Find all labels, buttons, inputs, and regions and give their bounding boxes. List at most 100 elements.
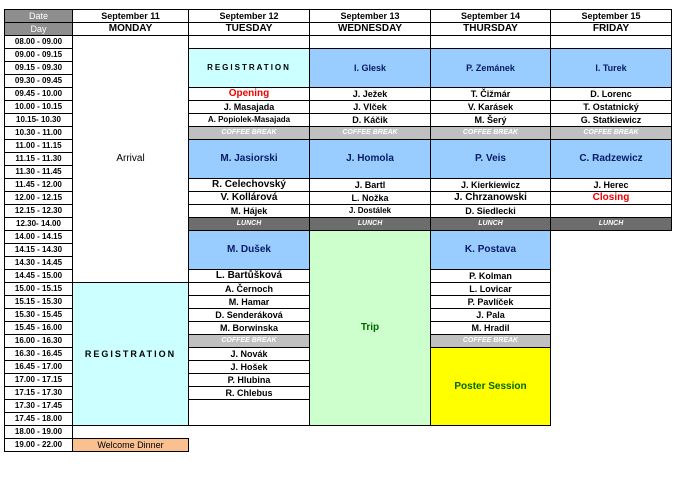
tuesday-talk: M. Hamar: [188, 295, 310, 309]
day-thursday: THURSDAY: [430, 22, 551, 36]
thursday-keynote-3: K. Postava: [430, 230, 551, 270]
thursday-keynote-2: P. Veis: [430, 139, 551, 179]
empty-area: [551, 231, 672, 452]
time-slot: 16.00 - 16.30: [4, 334, 73, 348]
wednesday-lunch: LUNCH: [309, 217, 431, 231]
time-slot: 15.45 - 16.00: [4, 321, 73, 335]
time-slot: 11.00 - 11.15: [4, 139, 73, 153]
tuesday-talk: J. Hošek: [188, 360, 310, 374]
monday-welcome-dinner: Welcome Dinner: [72, 438, 189, 452]
time-slot: 14.00 - 14.15: [4, 230, 73, 244]
friday-lunch: LUNCH: [550, 217, 672, 231]
thursday-talk: L. Lovicar: [430, 282, 551, 296]
time-slot: 16.45 - 17.00: [4, 360, 73, 374]
day-wednesday: WEDNESDAY: [309, 22, 431, 36]
date-tuesday: September 12: [188, 9, 310, 23]
date-wednesday: September 13: [309, 9, 431, 23]
time-slot: 17.45 - 18.00: [4, 412, 73, 426]
thursday-coffee-break: COFFEE BREAK: [430, 334, 551, 348]
time-slot: 09.30 - 09.45: [4, 74, 73, 88]
empty-area: [189, 439, 672, 452]
date-monday: September 11: [72, 9, 189, 23]
thursday-talk: T. Čižmár: [430, 87, 551, 101]
day-header-label: Day: [4, 22, 73, 36]
tuesday-keynote-2: M. Dušek: [188, 230, 310, 270]
time-slot: 11.45 - 12.00: [4, 178, 73, 192]
time-slot: 17.00 - 17.15: [4, 373, 73, 387]
tuesday-registration: REGISTRATION: [188, 48, 310, 88]
monday-arrival: Arrival: [72, 35, 189, 283]
thursday-poster-session: Poster Session: [430, 347, 551, 426]
time-slot: 15.30 - 15.45: [4, 308, 73, 322]
wednesday-coffee-break: COFFEE BREAK: [309, 126, 431, 140]
thursday-talk: P. Pavlíček: [430, 295, 551, 309]
time-slot: 19.00 - 22.00: [4, 438, 73, 452]
time-slot: 12.00 - 12.15: [4, 191, 73, 205]
friday-talk: G. Statkiewicz: [550, 113, 672, 127]
time-slot: 09.15 - 09.30: [4, 61, 73, 75]
tuesday-talk: R. Chlebus: [188, 386, 310, 400]
day-friday: FRIDAY: [550, 22, 672, 36]
tuesday-talk: L. Bartůšková: [188, 269, 310, 283]
time-slot: 08.00 - 09.00: [4, 35, 73, 49]
date-header-label: Date: [4, 9, 73, 23]
thursday-talk: P. Kolman: [430, 269, 551, 283]
empty-cell: [309, 35, 431, 49]
empty-area: [73, 426, 551, 439]
tuesday-coffee-break: COFFEE BREAK: [188, 126, 310, 140]
time-slot: 11.15 - 11.30: [4, 152, 73, 166]
time-slot: 11.30 - 11.45: [4, 165, 73, 179]
date-friday: September 15: [550, 9, 672, 23]
thursday-talk: J. Kierkiewicz: [430, 178, 551, 192]
thursday-talk: M. Šerý: [430, 113, 551, 127]
wednesday-keynote-2: J. Homola: [309, 139, 431, 179]
thursday-talk: M. Hradil: [430, 321, 551, 335]
time-slot: 09.45 - 10.00: [4, 87, 73, 101]
wednesday-talk: J. Ježek: [309, 87, 431, 101]
empty-cell: [550, 35, 672, 49]
time-slot: 10.30 - 11.00: [4, 126, 73, 140]
date-thursday: September 14: [430, 9, 551, 23]
tuesday-talk: A. Popiolek-Masajada: [188, 113, 310, 127]
tuesday-talk: R. Celechovský: [188, 178, 310, 192]
wednesday-talk: L. Nožka: [309, 191, 431, 205]
tuesday-talk: J. Novák: [188, 347, 310, 361]
friday-keynote-1: I. Turek: [550, 48, 672, 88]
thursday-talk: D. Siedlecki: [430, 204, 551, 218]
tuesday-keynote-1: M. Jasiorski: [188, 139, 310, 179]
time-slot: 12.30- 14.00: [4, 217, 73, 231]
time-slot: 10.00 - 10.15: [4, 100, 73, 114]
tuesday-talk: P. Hlubina: [188, 373, 310, 387]
day-monday: MONDAY: [72, 22, 189, 36]
tuesday-talk: M. Hájek: [188, 204, 310, 218]
thursday-talk: J. Chrzanowski: [430, 191, 551, 205]
time-slot: 14.45 - 15.00: [4, 269, 73, 283]
time-slot: 14.30 - 14.45: [4, 256, 73, 270]
tuesday-talk: J. Masajada: [188, 100, 310, 114]
tuesday-opening: Opening: [188, 87, 310, 101]
wednesday-keynote-1: I. Glesk: [309, 48, 431, 88]
empty-cell: [550, 204, 672, 218]
friday-closing: Closing: [550, 191, 672, 205]
wednesday-talk: J. Bartl: [309, 178, 431, 192]
friday-talk: T. Ostatnický: [550, 100, 672, 114]
friday-keynote-2: C. Radzewicz: [550, 139, 672, 179]
empty-cell: [188, 399, 310, 426]
thursday-lunch: LUNCH: [430, 217, 551, 231]
wednesday-talk: D. Káčik: [309, 113, 431, 127]
conference-schedule-table: Date September 11 September 12 September…: [4, 9, 672, 452]
time-slot: 12.15 - 12.30: [4, 204, 73, 218]
tuesday-lunch: LUNCH: [188, 217, 310, 231]
tuesday-talk: M. Borwinska: [188, 321, 310, 335]
time-slot: 16.30 - 16.45: [4, 347, 73, 361]
thursday-keynote-1: P. Zemánek: [430, 48, 551, 88]
wednesday-trip: Trip: [309, 230, 431, 426]
time-slot: 17.30 - 17.45: [4, 399, 73, 413]
day-tuesday: TUESDAY: [188, 22, 310, 36]
friday-coffee-break: COFFEE BREAK: [550, 126, 672, 140]
time-slot: 09.00 - 09.15: [4, 48, 73, 62]
thursday-talk: V. Karásek: [430, 100, 551, 114]
time-slot: 15.15 - 15.30: [4, 295, 73, 309]
monday-registration: REGISTRATION: [72, 282, 189, 426]
thursday-coffee-break: COFFEE BREAK: [430, 126, 551, 140]
